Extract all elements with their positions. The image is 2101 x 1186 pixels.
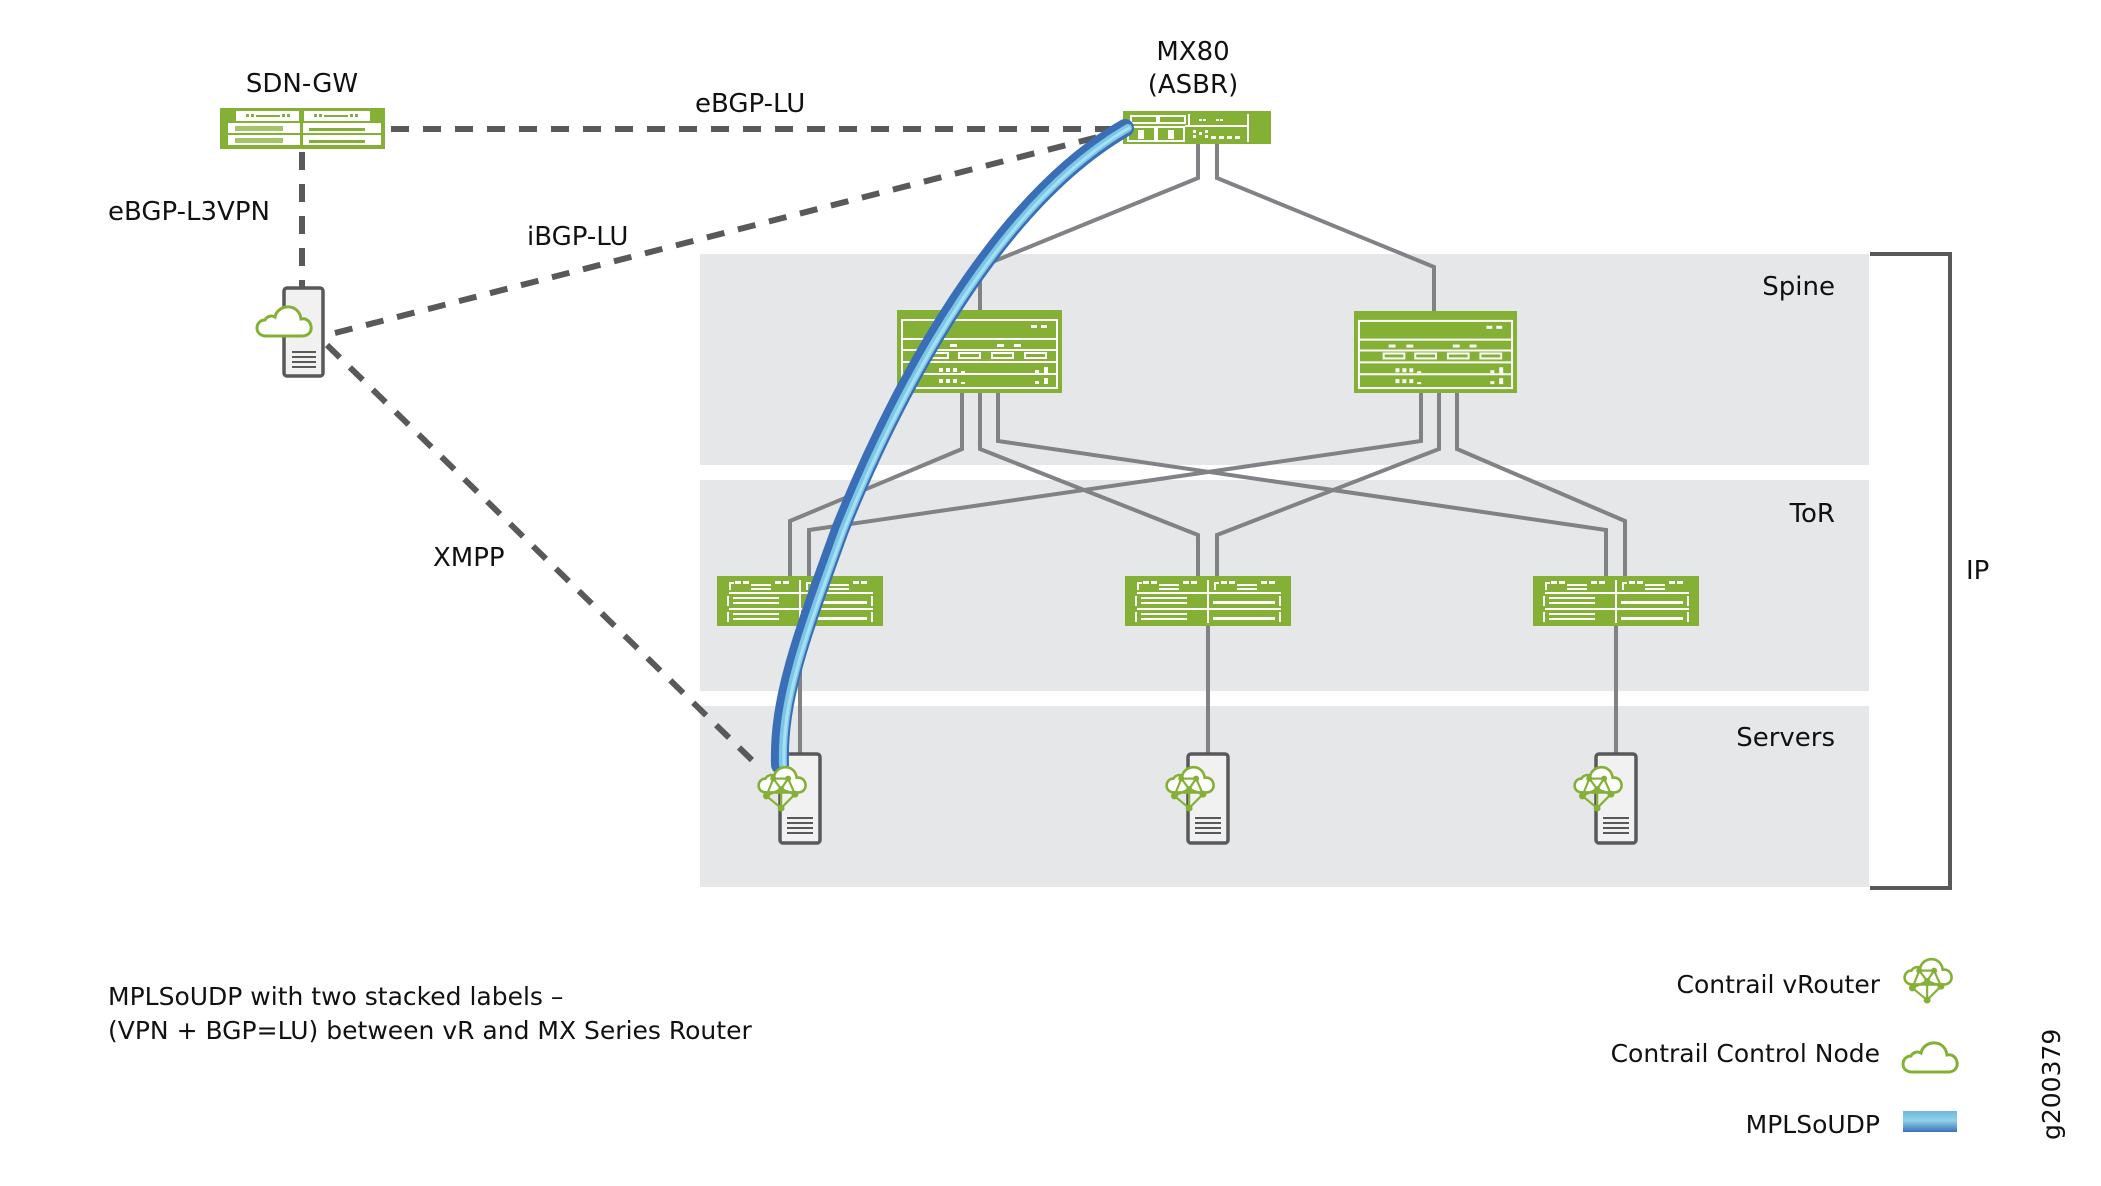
tor-switch-2[interactable] bbox=[1125, 576, 1291, 626]
link-mx80-spine1 bbox=[978, 144, 1200, 311]
mx80-label-line1: MX80 bbox=[1156, 37, 1229, 67]
tor-switch-3[interactable] bbox=[1533, 576, 1699, 626]
link-spine2-tor3 bbox=[1455, 393, 1627, 576]
mplsoudp-tunnel bbox=[770, 119, 1134, 774]
legend-label-control-node: Contrail Control Node bbox=[1611, 1039, 1880, 1068]
tor-layer-label: ToR bbox=[1789, 499, 1835, 529]
figure-id: g200379 bbox=[2037, 1029, 2066, 1140]
control-links bbox=[299, 126, 1126, 769]
ip-bracket bbox=[1870, 252, 1952, 890]
ip-bracket-label: IP bbox=[1966, 556, 1989, 586]
spine-layer-label: Spine bbox=[1762, 272, 1835, 302]
mx80-device[interactable] bbox=[1123, 111, 1271, 144]
xmpp-label: XMPP bbox=[433, 543, 505, 573]
cloud-icon bbox=[1901, 1041, 1959, 1074]
control-node-server[interactable] bbox=[255, 286, 325, 378]
legend-label-mplsoudp: MPLSoUDP bbox=[1746, 1110, 1880, 1139]
ebgp-lu-label: eBGP-LU bbox=[695, 89, 805, 119]
sdn-gw-device[interactable] bbox=[220, 108, 385, 149]
servers-layer-label: Servers bbox=[1736, 723, 1835, 753]
ibgp-lu-link bbox=[334, 127, 1126, 336]
ibgp-lu-label: iBGP-LU bbox=[527, 222, 628, 252]
servers-layer-band bbox=[700, 706, 1869, 887]
xmpp-link bbox=[324, 342, 761, 769]
caption-line-2: (VPN + BGP=LU) between vR and MX Series … bbox=[108, 1016, 752, 1045]
physical-links bbox=[788, 144, 1627, 753]
ebgp-l3vpn-label: eBGP-L3VPN bbox=[108, 197, 270, 227]
tunnel-swatch bbox=[1903, 1111, 1957, 1132]
legend: Contrail vRouter Contrail Control Node M… bbox=[1611, 957, 1959, 1139]
link-spine2-tor2 bbox=[1215, 393, 1441, 576]
link-spine1-tor1 bbox=[788, 393, 964, 576]
link-spine1-tor2 bbox=[978, 393, 1200, 576]
caption-line-1: MPLSoUDP with two stacked labels – bbox=[108, 982, 563, 1011]
legend-label-vrouter: Contrail vRouter bbox=[1677, 970, 1881, 999]
sdn-gw-label: SDN-GW bbox=[246, 69, 358, 99]
spine-switch-2[interactable] bbox=[1353, 311, 1518, 393]
link-mx80-spine2 bbox=[1215, 144, 1436, 311]
spine-layer-band bbox=[700, 254, 1869, 465]
link-spine2-tor1 bbox=[807, 393, 1423, 576]
link-spine1-tor3 bbox=[996, 393, 1608, 576]
mx80-label-line2: (ASBR) bbox=[1148, 70, 1238, 100]
vrouter-icon bbox=[1903, 957, 1953, 1005]
